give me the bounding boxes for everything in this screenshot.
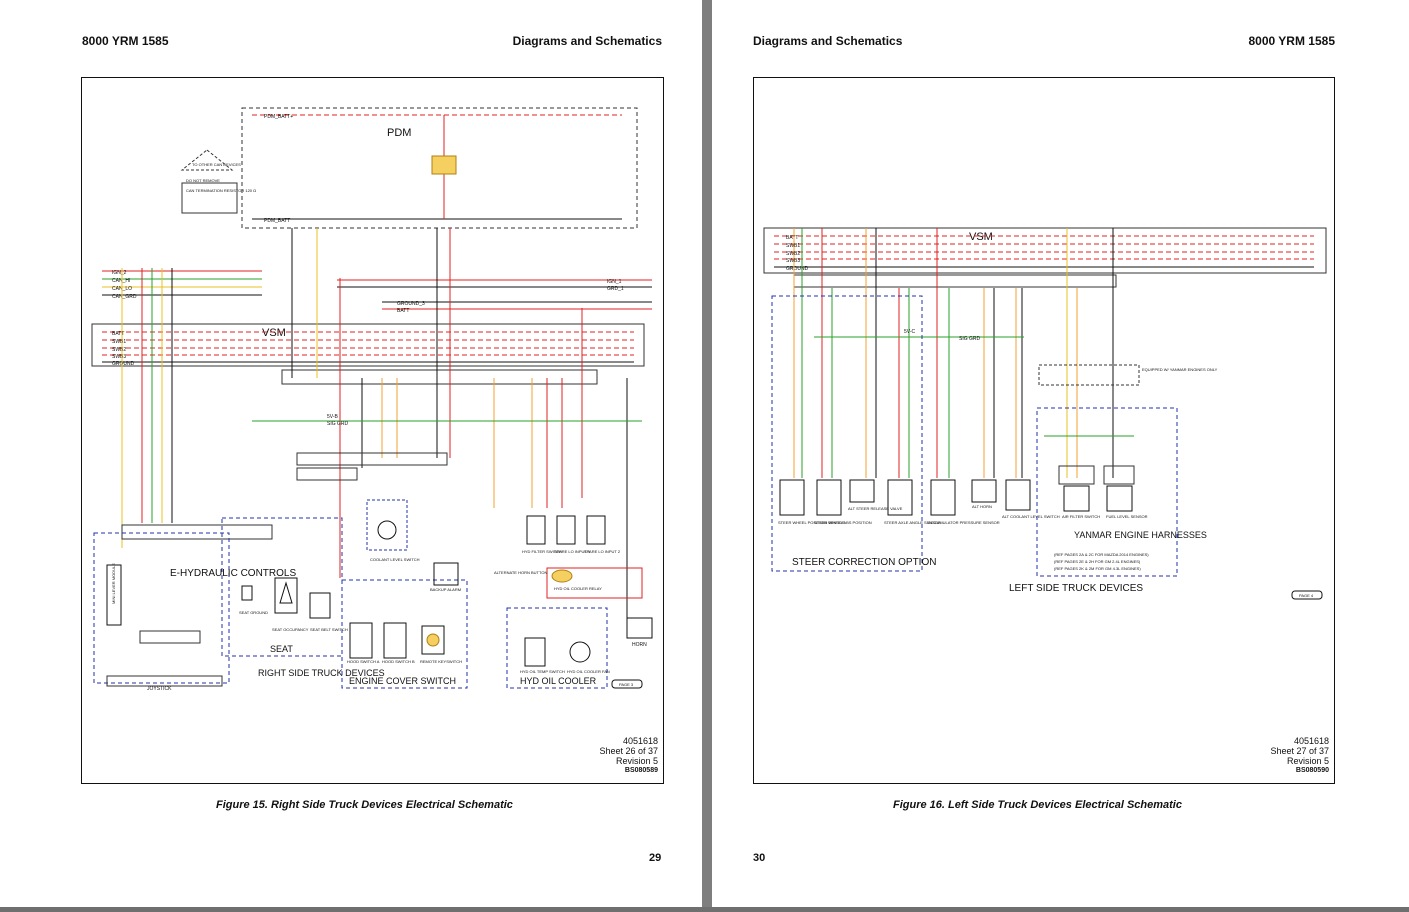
svg-text:ACCUMULATOR PRESSURE SENSOR: ACCUMULATOR PRESSURE SENSOR — [928, 520, 1000, 525]
svg-text:ALT STEER RELEASE VALVE: ALT STEER RELEASE VALVE — [848, 506, 903, 511]
right-page-number: 30 — [753, 852, 766, 864]
viewer-bottom-bar — [0, 907, 1409, 912]
svg-text:SWB2: SWB2 — [112, 347, 126, 353]
svg-text:(REF PAGES 2A & 2C FOR MAZDA 2: (REF PAGES 2A & 2C FOR MAZDA 2014 ENGINE… — [1054, 552, 1149, 557]
svg-text:VSM: VSM — [969, 231, 993, 243]
right-figure-caption: Figure 16. Left Side Truck Devices Elect… — [893, 799, 1182, 811]
right-sheet-info: 4051618 Sheet 27 of 37 Revision 5 BS0805… — [1270, 736, 1329, 776]
svg-text:CAN_HI: CAN_HI — [112, 278, 130, 284]
svg-text:GROUND: GROUND — [112, 361, 135, 367]
svg-text:(REF PAGES 2E & 2H FOR GM 2.4L: (REF PAGES 2E & 2H FOR GM 2.4L ENGINES) — [1054, 559, 1141, 564]
left-sheet-info: 4051618 Sheet 26 of 37 Revision 5 BS0805… — [599, 736, 658, 776]
svg-text:PDM_BATT: PDM_BATT — [264, 218, 290, 224]
svg-text:VSM: VSM — [262, 327, 286, 339]
svg-text:ALT COOLANT LEVEL SWITCH: ALT COOLANT LEVEL SWITCH — [1002, 514, 1060, 519]
svg-text:FUEL LEVEL SENSOR: FUEL LEVEL SENSOR — [1106, 514, 1148, 519]
right-page: Diagrams and Schematics 8000 YRM 1585 VS… — [712, 0, 1409, 907]
svg-text:E-HYDRAULIC CONTROLS: E-HYDRAULIC CONTROLS — [170, 568, 296, 579]
svg-text:LEFT SIDE TRUCK DEVICES: LEFT SIDE TRUCK DEVICES — [1009, 583, 1143, 594]
right-sheet-number: Sheet 27 of 37 — [1270, 746, 1329, 756]
svg-text:SWB1: SWB1 — [786, 243, 800, 249]
left-drawing-id: BS080589 — [624, 767, 658, 774]
svg-text:SWB3: SWB3 — [112, 354, 126, 360]
svg-text:HYD OIL COOLER: HYD OIL COOLER — [520, 676, 597, 686]
svg-text:STEER AXLE ANGLE SENSOR: STEER AXLE ANGLE SENSOR — [884, 520, 941, 525]
svg-text:STEER WHEEL POSITION SENSOR: STEER WHEEL POSITION SENSOR — [778, 520, 845, 525]
svg-text:SIG GRD: SIG GRD — [327, 421, 349, 427]
svg-text:IGN_1: IGN_1 — [607, 279, 622, 285]
left-schematic-frame: PDM PDM_BATT+ PDM_BATT TO OTHER CAN DEVI… — [81, 77, 664, 784]
svg-text:BACKUP ALARM: BACKUP ALARM — [430, 587, 461, 592]
svg-text:PDM_BATT+: PDM_BATT+ — [264, 114, 293, 120]
left-side-schematic: VSM BATT SWB1 SWB2 SWB3 GROUND — [763, 227, 1327, 600]
svg-text:SWB2: SWB2 — [786, 251, 800, 257]
svg-text:ALT HORN: ALT HORN — [972, 504, 992, 509]
svg-text:HORN: HORN — [632, 642, 647, 648]
svg-text:GRD_1: GRD_1 — [607, 286, 624, 292]
svg-text:ENGINE COVER SWITCH: ENGINE COVER SWITCH — [349, 676, 456, 686]
svg-text:IGN_2: IGN_2 — [112, 270, 127, 276]
svg-text:HOOD SWITCH A: HOOD SWITCH A — [347, 659, 380, 664]
pdm-label: PDM — [387, 127, 411, 139]
svg-text:SWB1: SWB1 — [112, 339, 126, 345]
svg-text:RIGHT SIDE TRUCK DEVICES: RIGHT SIDE TRUCK DEVICES — [258, 668, 385, 678]
svg-text:SIG GRD: SIG GRD — [959, 336, 981, 342]
svg-text:HYD OIL COOLER FAN: HYD OIL COOLER FAN — [567, 669, 610, 674]
svg-text:BATT: BATT — [112, 331, 124, 337]
svg-text:HYD OIL TEMP SWITCH: HYD OIL TEMP SWITCH — [520, 669, 565, 674]
svg-text:BATT: BATT — [397, 308, 409, 314]
pdm-box — [241, 107, 638, 229]
svg-text:SEAT GROUND: SEAT GROUND — [239, 610, 268, 615]
svg-text:PAGE 4: PAGE 4 — [1299, 593, 1314, 598]
left-sheet-number: Sheet 26 of 37 — [599, 746, 658, 756]
svg-text:MINI LEVER MODULE: MINI LEVER MODULE — [111, 563, 116, 604]
svg-text:ALTERNATE HORN BUTTON: ALTERNATE HORN BUTTON — [494, 570, 547, 575]
svg-text:DO NOT REMOVE: DO NOT REMOVE — [186, 178, 220, 183]
svg-text:HYD OIL COOLER RELAY: HYD OIL COOLER RELAY — [554, 586, 602, 591]
svg-text:HYD FILTER SWITCH: HYD FILTER SWITCH — [522, 549, 562, 554]
svg-text:SEAT OCCUPANCY: SEAT OCCUPANCY — [272, 627, 309, 632]
left-page: 8000 YRM 1585 Diagrams and Schematics PD… — [0, 0, 702, 907]
svg-text:GROUND_3: GROUND_3 — [397, 301, 425, 307]
svg-text:PAGE 3: PAGE 3 — [619, 682, 634, 687]
svg-text:SWB3: SWB3 — [786, 258, 800, 264]
svg-text:STEER WHEEL ABS POSITION: STEER WHEEL ABS POSITION — [814, 520, 872, 525]
svg-text:STEER CORRECTION OPTION: STEER CORRECTION OPTION — [792, 557, 936, 568]
svg-text:5V-C: 5V-C — [904, 329, 916, 335]
svg-text:GROUND: GROUND — [786, 266, 809, 272]
page-divider — [702, 0, 712, 912]
right-drawing-id: BS080590 — [1295, 767, 1329, 774]
svg-text:BATT: BATT — [786, 235, 798, 241]
svg-text:SEAT: SEAT — [270, 644, 293, 654]
left-revision: Revision 5 — [615, 756, 658, 766]
svg-text:SPARE LO INPUT 2: SPARE LO INPUT 2 — [584, 549, 621, 554]
svg-text:REMOTE KEYSWITCH: REMOTE KEYSWITCH — [420, 659, 462, 664]
right-revision: Revision 5 — [1286, 756, 1329, 766]
svg-text:SEAT BELT SWITCH: SEAT BELT SWITCH — [310, 627, 348, 632]
left-header-section: Diagrams and Schematics — [512, 34, 662, 48]
svg-text:YANMAR ENGINE HARNESSES: YANMAR ENGINE HARNESSES — [1074, 530, 1207, 540]
svg-text:AIR FILTER SWITCH: AIR FILTER SWITCH — [1062, 514, 1100, 519]
right-header-section: Diagrams and Schematics — [753, 34, 903, 48]
svg-text:SPARE LO INPUT 1: SPARE LO INPUT 1 — [554, 549, 591, 554]
svg-text:(REF PAGES 2K & 2M FOR GM 4.3L: (REF PAGES 2K & 2M FOR GM 4.3L ENGINES) — [1054, 566, 1141, 571]
svg-text:CAN_GRD: CAN_GRD — [112, 294, 137, 300]
right-side-schematic: PDM PDM_BATT+ PDM_BATT TO OTHER CAN DEVI… — [91, 107, 653, 692]
left-doc-number: 4051618 — [622, 736, 658, 746]
right-header-doc-id: 8000 YRM 1585 — [1248, 34, 1335, 48]
left-figure-caption: Figure 15. Right Side Truck Devices Elec… — [216, 799, 513, 811]
right-schematic-frame: VSM BATT SWB1 SWB2 SWB3 GROUND — [753, 77, 1335, 784]
right-doc-number: 4051618 — [1293, 736, 1329, 746]
svg-text:HOOD SWITCH B: HOOD SWITCH B — [382, 659, 415, 664]
svg-text:TO OTHER CAN DEVICES: TO OTHER CAN DEVICES — [192, 162, 241, 167]
svg-text:CAN TERMINATION RESISTOR 120 Ω: CAN TERMINATION RESISTOR 120 Ω — [186, 188, 256, 193]
svg-text:JOYSTICK: JOYSTICK — [147, 686, 172, 692]
svg-text:EQUIPPED W/ YANMAR ENGINES ONL: EQUIPPED W/ YANMAR ENGINES ONLY — [1142, 367, 1218, 372]
left-page-number: 29 — [649, 852, 662, 864]
svg-text:5V-B: 5V-B — [327, 414, 339, 420]
left-header-doc-id: 8000 YRM 1585 — [82, 34, 169, 48]
svg-text:COOLANT LEVEL SWITCH: COOLANT LEVEL SWITCH — [370, 557, 420, 562]
